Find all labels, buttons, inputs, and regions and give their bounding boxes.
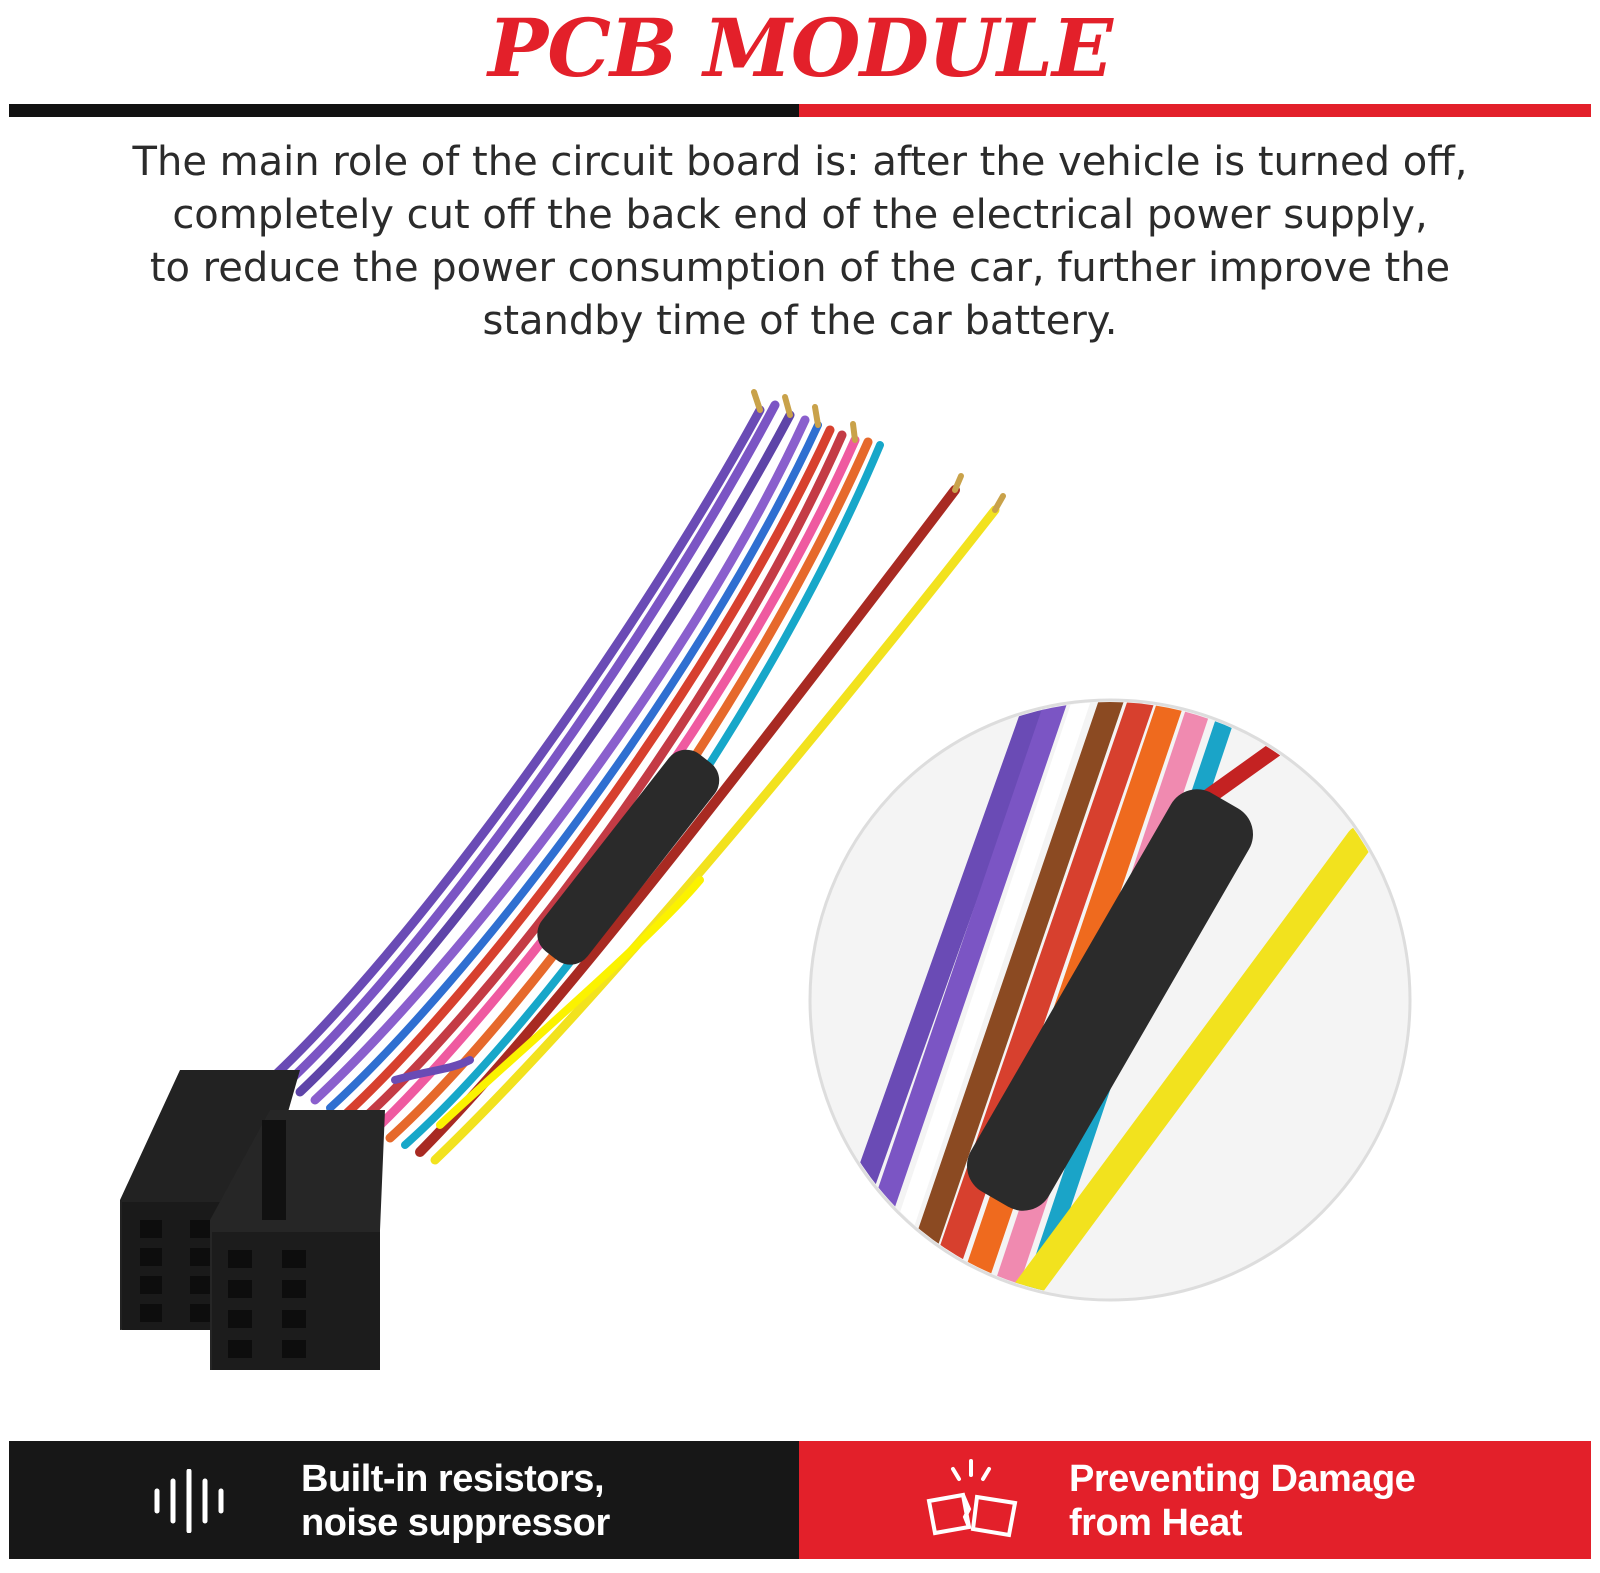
description-line: completely cut off the back end of the e… — [172, 192, 1428, 238]
wire-tips — [751, 389, 1006, 513]
feature-line: noise suppressor — [301, 1502, 610, 1544]
page-title: PCB MODULE — [488, 1, 1113, 95]
feature-line: from Heat — [1069, 1502, 1242, 1544]
sound-wave-icon — [154, 1469, 224, 1533]
divider-black — [9, 104, 799, 117]
heat-damage-icon — [926, 1459, 1018, 1538]
zoom-detail-circle — [808, 698, 1412, 1302]
wiring-harness-image — [120, 389, 1412, 1370]
feature-text-heat: Preventing Damage from Heat — [1069, 1457, 1416, 1545]
feature-line: Preventing Damage — [1069, 1458, 1416, 1500]
feature-banner-noise: Built-in resistors, noise suppressor — [9, 1441, 799, 1559]
wire-bundle — [265, 400, 1000, 1165]
pcb-module-sleeve — [537, 749, 720, 965]
description: The main role of the circuit board is: a… — [60, 136, 1540, 348]
feature-banner-heat: Preventing Damage from Heat — [799, 1441, 1591, 1559]
feature-line: Built-in resistors, — [301, 1458, 604, 1500]
divider-red — [799, 104, 1591, 117]
feature-text-noise: Built-in resistors, noise suppressor — [301, 1457, 610, 1545]
description-line: standby time of the car battery. — [482, 298, 1118, 344]
description-line: to reduce the power consumption of the c… — [149, 245, 1451, 291]
description-line: The main role of the circuit board is: a… — [132, 139, 1468, 185]
connector-right — [210, 1110, 385, 1370]
